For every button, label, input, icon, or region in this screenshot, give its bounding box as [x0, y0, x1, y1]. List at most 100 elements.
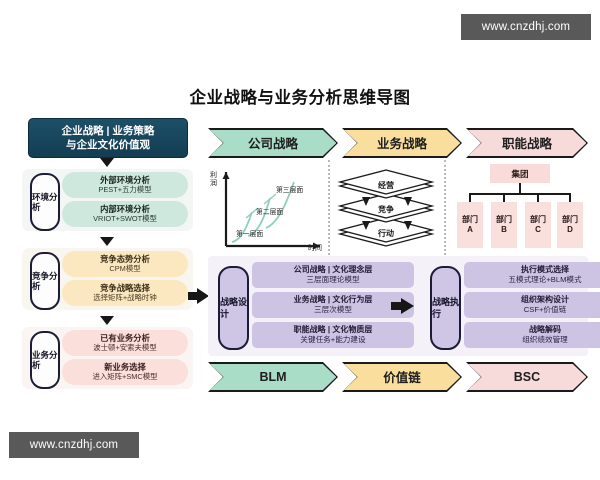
chevron-label: 业务战略	[344, 130, 461, 157]
org-dept-label: 部门	[562, 215, 578, 224]
card-competitive-strategy-choice[interactable]: 竞争战略选择 选择矩阵+战略时钟	[62, 280, 188, 306]
top-chevron-banner-row: 公司战略 业务战略 职能战略	[208, 128, 588, 158]
execution-card-org-design[interactable]: 组织架构设计 CSF+价值链	[464, 292, 600, 318]
design-card-business[interactable]: 业务战略 | 文化行为层 三层次模型	[252, 292, 414, 318]
card-new-business[interactable]: 新业务选择 进入矩阵+SMC模型	[62, 359, 188, 385]
group-card-list: 已有业务分析 波士顿+安索夫模型 新业务选择 进入矩阵+SMC模型	[62, 330, 188, 388]
org-root-node: 集团	[490, 164, 550, 183]
org-department-d: 部门 D	[557, 202, 583, 248]
watermark-bottom: www.cnzdhj.com	[9, 432, 139, 458]
horizons-y-axis-label: 利润	[210, 172, 217, 187]
stacked-layers-diagram: 经营 竞争 行动	[334, 164, 438, 252]
org-dept-code: A	[467, 225, 473, 234]
card-title: 组织架构设计	[521, 295, 569, 304]
org-department-b: 部门 B	[491, 202, 517, 248]
design-to-execution-arrow-stem	[391, 302, 402, 310]
layer-arrow-down-icon	[362, 197, 370, 206]
chevron-corporate-strategy[interactable]: 公司战略	[208, 128, 338, 158]
card-subtitle: CPM模型	[109, 264, 141, 274]
card-subtitle: VRIOT+SWOT模型	[93, 214, 157, 224]
card-external-environment[interactable]: 外部环境分析 PEST+五力模型	[62, 172, 188, 198]
card-title: 内部环境分析	[100, 204, 150, 215]
chevron-blm[interactable]: BLM	[208, 362, 338, 392]
chevron-functional-strategy[interactable]: 职能战略	[466, 128, 588, 158]
block-label-strategy-execution: 战略执行	[430, 266, 461, 350]
card-subtitle: 波士顿+安索夫模型	[93, 343, 157, 353]
execution-card-decoding[interactable]: 战略解码 组织绩效管理	[464, 322, 600, 348]
flow-arrow-down-icon	[100, 237, 114, 246]
card-subtitle: 三层次模型	[314, 305, 352, 314]
chevron-label: BLM	[210, 364, 337, 391]
card-existing-business[interactable]: 已有业务分析 波士顿+安索夫模型	[62, 330, 188, 356]
layer-label-action: 行动	[378, 229, 394, 238]
org-dept-label: 部门	[530, 215, 546, 224]
card-title: 职能战略 | 文化物质层	[293, 325, 373, 334]
bottom-chevron-banner-row: BLM 价值链 BSC	[208, 362, 588, 392]
chevron-value-chain[interactable]: 价值链	[342, 362, 462, 392]
group-label-business: 业务分析	[30, 331, 60, 389]
card-subtitle: 关键任务+能力建设	[300, 335, 366, 344]
top-diagram-panel: 利润 时间 第一层面 第二层面 第三层面 经营 竞争 行动	[208, 160, 588, 255]
chevron-label: 职能战略	[468, 130, 587, 157]
chevron-business-strategy[interactable]: 业务战略	[342, 128, 462, 158]
three-horizons-chart: 利润 时间 第一层面 第二层面 第三层面	[208, 162, 326, 254]
group-business-analysis: 业务分析 已有业务分析 波士顿+安索夫模型 新业务选择 进入矩阵+SMC模型	[22, 327, 193, 389]
card-title: 业务战略 | 文化行为层	[293, 295, 373, 304]
card-title: 外部环境分析	[100, 175, 150, 186]
design-card-corporate[interactable]: 公司战略 | 文化理念层 三层面理论模型	[252, 262, 414, 288]
group-card-list: 外部环境分析 PEST+五力模型 内部环境分析 VRIOT+SWOT模型	[62, 172, 188, 230]
card-subtitle: 进入矩阵+SMC模型	[92, 372, 158, 382]
inbound-arrow-icon	[197, 288, 209, 304]
master-header-line2: 与企业文化价值观	[66, 139, 150, 151]
flow-arrow-down-icon	[100, 316, 114, 325]
left-analysis-column: 企业战略 | 业务策略 与企业文化价值观 环境分析 外部环境分析 PEST+五力…	[18, 118, 193, 389]
strategy-design-execution-panel: 战略设计 公司战略 | 文化理念层 三层面理论模型 业务战略 | 文化行为层 三…	[208, 256, 600, 356]
card-title: 公司战略 | 文化理念层	[293, 265, 373, 274]
layer-arrow-down-icon	[404, 197, 412, 206]
block-label-strategy-design: 战略设计	[218, 266, 249, 350]
chevron-label: BSC	[468, 364, 587, 391]
org-connector	[469, 193, 571, 195]
org-dept-code: C	[535, 225, 541, 234]
org-department-a: 部门 A	[457, 202, 483, 248]
execution-card-mode-selection[interactable]: 执行模式选择 五模式理论+BLM模式	[464, 262, 600, 288]
org-connector	[469, 193, 471, 202]
org-department-c: 部门 C	[525, 202, 551, 248]
card-competitive-position[interactable]: 竞争态势分析 CPM模型	[62, 251, 188, 277]
card-internal-environment[interactable]: 内部环境分析 VRIOT+SWOT模型	[62, 201, 188, 227]
horizons-curve-label-1: 第一层面	[236, 231, 264, 238]
layer-label-competition: 竞争	[378, 205, 394, 214]
horizons-curve-label-2: 第二层面	[256, 209, 284, 216]
watermark-top: www.cnzdhj.com	[461, 14, 591, 40]
org-connector	[519, 183, 521, 193]
panel-divider	[444, 160, 446, 255]
design-card-functional[interactable]: 职能战略 | 文化物质层 关键任务+能力建设	[252, 322, 414, 348]
card-subtitle: CSF+价值链	[523, 305, 567, 314]
chevron-label: 价值链	[344, 364, 461, 391]
design-to-execution-arrow-icon	[401, 298, 414, 314]
org-dept-label: 部门	[496, 215, 512, 224]
chevron-bsc[interactable]: BSC	[466, 362, 588, 392]
card-subtitle: 组织绩效管理	[522, 335, 568, 344]
group-label-competition: 竞争分析	[30, 252, 60, 310]
card-title: 新业务选择	[104, 362, 146, 373]
group-label-environment: 环境分析	[30, 173, 60, 231]
panel-divider	[328, 160, 330, 255]
horizons-x-axis-label: 时间	[308, 245, 322, 252]
group-card-list: 竞争态势分析 CPM模型 竞争战略选择 选择矩阵+战略时钟	[62, 251, 188, 309]
card-title: 竞争态势分析	[100, 254, 150, 265]
master-header-line1: 企业战略 | 业务策略	[61, 125, 155, 137]
org-dept-code: D	[567, 225, 573, 234]
group-environment-analysis: 环境分析 外部环境分析 PEST+五力模型 内部环境分析 VRIOT+SWOT模…	[22, 169, 193, 231]
card-title: 已有业务分析	[100, 333, 150, 344]
card-subtitle: 选择矩阵+战略时钟	[93, 293, 157, 303]
layer-arrow-down-icon	[404, 221, 412, 230]
card-title: 执行模式选择	[521, 265, 569, 274]
horizons-svg	[222, 172, 320, 250]
org-dept-label: 部门	[462, 215, 478, 224]
org-dept-code: B	[501, 225, 507, 234]
block-strategy-design: 战略设计 公司战略 | 文化理念层 三层面理论模型 业务战略 | 文化行为层 三…	[218, 262, 418, 350]
master-header-box: 企业战略 | 业务策略 与企业文化价值观	[28, 118, 188, 158]
page-title: 企业战略与业务分析思维导图	[189, 89, 411, 107]
